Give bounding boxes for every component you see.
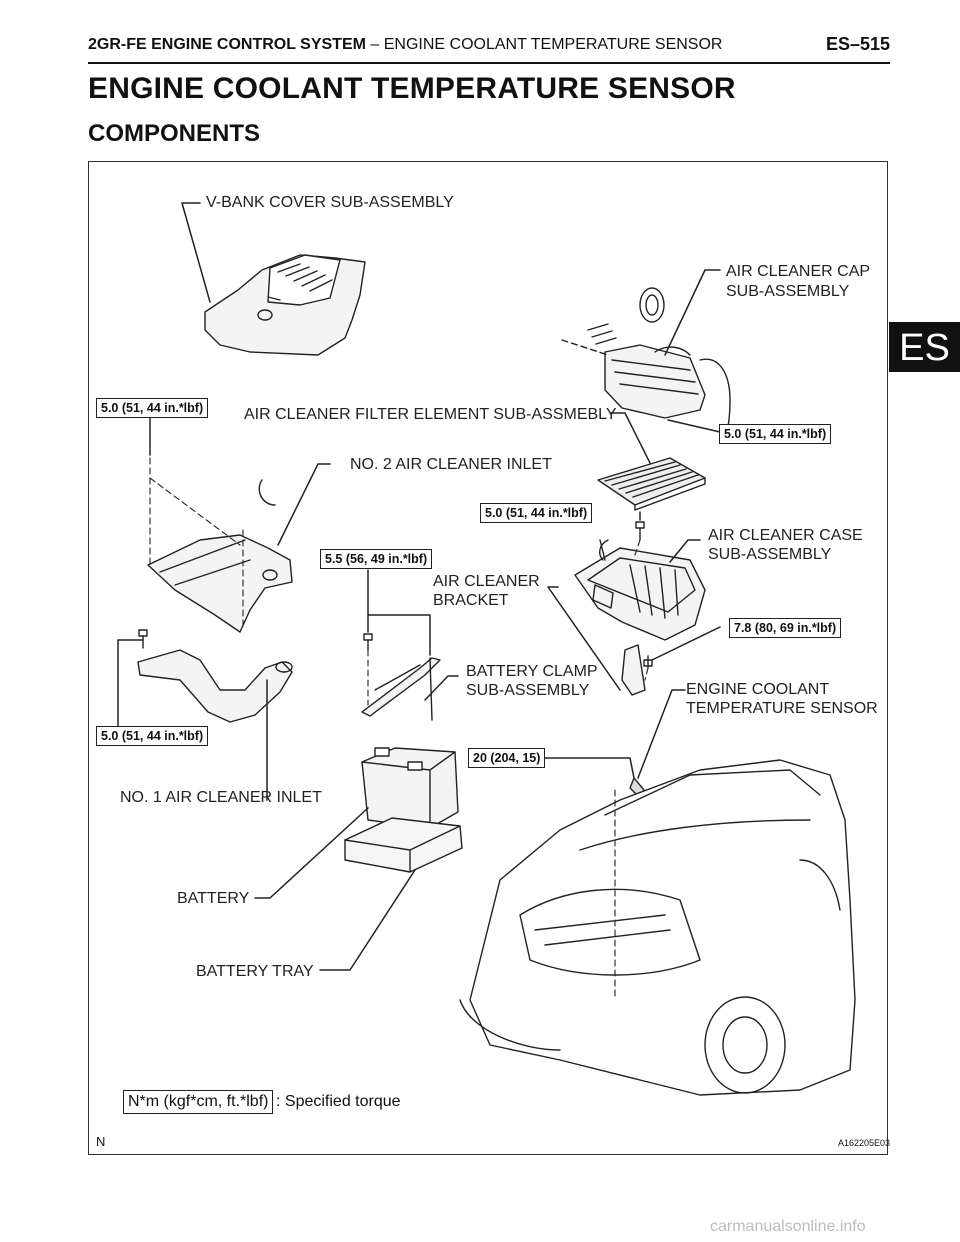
battery-tray-drawing — [344, 817, 463, 873]
torque-cap: 5.0 (51, 44 in.*lbf) — [719, 424, 832, 444]
label-filter-element: AIR CLEANER FILTER ELEMENT SUB-ASSMEBLY — [244, 406, 617, 423]
dashed-guides — [149, 457, 649, 1001]
label-case-line2: SUB-ASSEMBLY — [708, 546, 832, 563]
torque-case: 5.0 (51, 44 in.*lbf) — [480, 503, 593, 523]
torque-sensor: 20 (204, 15) — [468, 748, 546, 768]
page-header: 2GR-FE ENGINE CONTROL SYSTEM – ENGINE CO… — [88, 34, 890, 64]
label-air-cleaner-cap-line1: AIR CLEANER CAP — [726, 263, 871, 280]
torque-bracket: 7.8 (80, 69 in.*lbf) — [729, 618, 842, 638]
filter-element-drawing — [597, 457, 706, 511]
label-battery-clamp-line1: BATTERY CLAMP — [466, 663, 598, 680]
torque-bottom-left: 5.0 (51, 44 in.*lbf) — [96, 726, 209, 746]
north-mark: N — [96, 1134, 106, 1149]
diagram-frame — [88, 161, 888, 1155]
torque-top-left: 5.0 (51, 44 in.*lbf) — [96, 398, 209, 418]
v-bank-cover-drawing — [204, 254, 366, 356]
torque-clamp: 5.5 (56, 49 in.*lbf) — [320, 549, 433, 569]
page-title: ENGINE COOLANT TEMPERATURE SENSOR — [88, 72, 736, 105]
label-battery: BATTERY — [177, 890, 250, 907]
label-air-cleaner-cap-line2: SUB-ASSEMBLY — [726, 283, 850, 300]
label-bracket-line2: BRACKET — [433, 592, 509, 609]
section-subtitle: COMPONENTS — [88, 120, 261, 147]
label-case-line1: AIR CLEANER CASE — [708, 527, 863, 544]
battery-drawing — [361, 747, 459, 829]
section-title-bold: 2GR-FE ENGINE CONTROL SYSTEM — [88, 36, 366, 53]
battery-clamp-drawing — [361, 633, 441, 721]
label-ect-sensor-line2: TEMPERATURE SENSOR — [686, 700, 878, 717]
page-number: ES–515 — [825, 34, 890, 54]
section-title-rest: – ENGINE COOLANT TEMPERATURE SENSOR — [370, 36, 723, 53]
air-cleaner-case-drawing — [574, 521, 706, 641]
no1-air-cleaner-inlet-drawing — [137, 629, 293, 723]
figure-id: A162205E03 — [838, 1138, 891, 1148]
section-title: 2GR-FE ENGINE CONTROL SYSTEM – ENGINE CO… — [88, 36, 722, 54]
label-v-bank-cover: V-BANK COVER SUB-ASSEMBLY — [206, 194, 454, 211]
vehicle-drawing — [459, 759, 856, 1096]
label-bracket-line1: AIR CLEANER — [433, 573, 540, 590]
watermark: carmanualsonline.info — [710, 1218, 866, 1235]
label-no1-inlet: NO. 1 AIR CLEANER INLET — [120, 789, 322, 806]
label-battery-tray: BATTERY TRAY — [196, 963, 314, 980]
air-cleaner-bracket-drawing — [621, 644, 653, 696]
label-ect-sensor-line1: ENGINE COOLANT — [686, 681, 830, 698]
legend-unit-box: N*m (kgf*cm, ft.*lbf) — [123, 1090, 274, 1114]
section-tab: ES — [889, 322, 960, 372]
no2-air-cleaner-inlet-drawing — [147, 479, 293, 633]
label-no2-inlet: NO. 2 AIR CLEANER INLET — [350, 456, 552, 473]
label-battery-clamp-line2: SUB-ASSEMBLY — [466, 682, 590, 699]
leader-lines — [117, 202, 721, 971]
legend-meaning: : Specified torque — [276, 1093, 401, 1110]
